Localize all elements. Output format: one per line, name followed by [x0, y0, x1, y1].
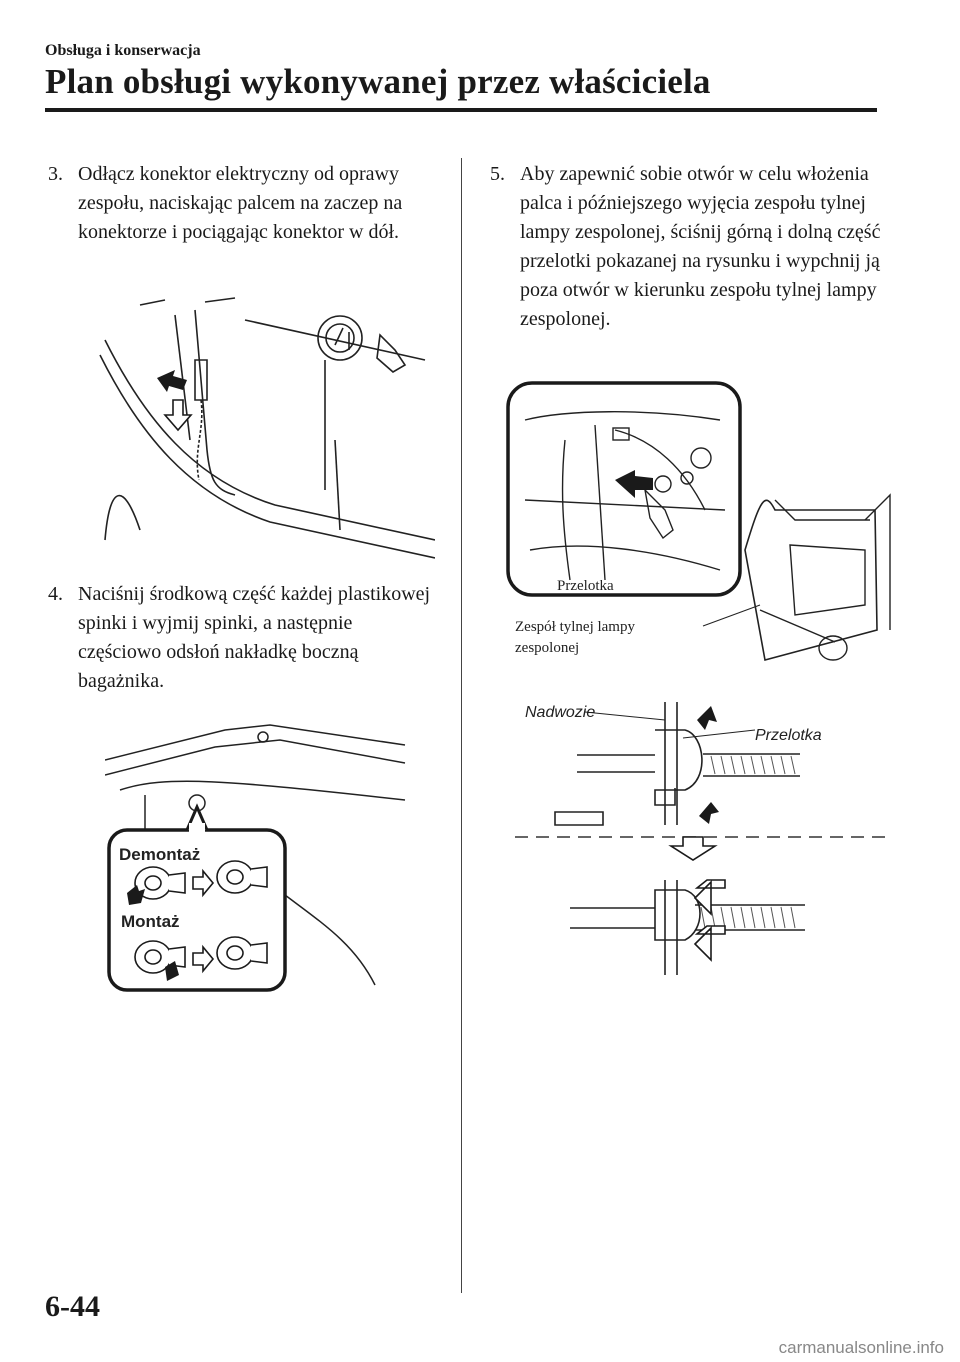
step-4: 4. Naciśnij środkową część każdej plasti…: [48, 580, 438, 696]
column-divider: [461, 158, 462, 1293]
clip-figure: Demontaż Montaż: [105, 705, 415, 995]
step-text: Aby zapewnić sobie otwór w celu włożenia…: [520, 163, 881, 330]
title-rule: [45, 108, 877, 112]
step-number: 5.: [490, 163, 505, 185]
body-label: Nadwozie: [525, 704, 595, 721]
step-3: 3. Odłącz konektor elektryczny od oprawy…: [48, 160, 438, 247]
page-number: 6-44: [45, 1290, 100, 1323]
page-title: Plan obsługi wykonywanej przez właścicie…: [45, 62, 711, 101]
watermark[interactable]: carmanualsonline.info: [778, 1338, 944, 1357]
step-text: Odłącz konektor elektryczny od oprawy ze…: [78, 163, 403, 243]
lamp-label-line2: zespolonej: [515, 640, 579, 656]
lamp-figure: Przelotka Zespół tylnej lampy zespolonej: [505, 380, 895, 670]
grommet-label: Przelotka: [557, 578, 614, 594]
grommet-section-figure: Nadwozie Przelotka: [515, 700, 885, 980]
removal-label: Demontaż: [119, 845, 200, 864]
step-5: 5. Aby zapewnić sobie otwór w celu włoże…: [490, 160, 890, 334]
step-number: 4.: [48, 583, 63, 605]
connector-figure: [95, 290, 435, 570]
step-number: 3.: [48, 163, 63, 185]
grommet-section-label: Przelotka: [755, 727, 822, 744]
install-label: Montaż: [121, 912, 180, 931]
lamp-label-line1: Zespół tylnej lampy: [515, 619, 635, 635]
section-label: Obsługa i konserwacja: [45, 42, 201, 59]
step-text: Naciśnij środkową część każdej plastikow…: [78, 583, 431, 692]
